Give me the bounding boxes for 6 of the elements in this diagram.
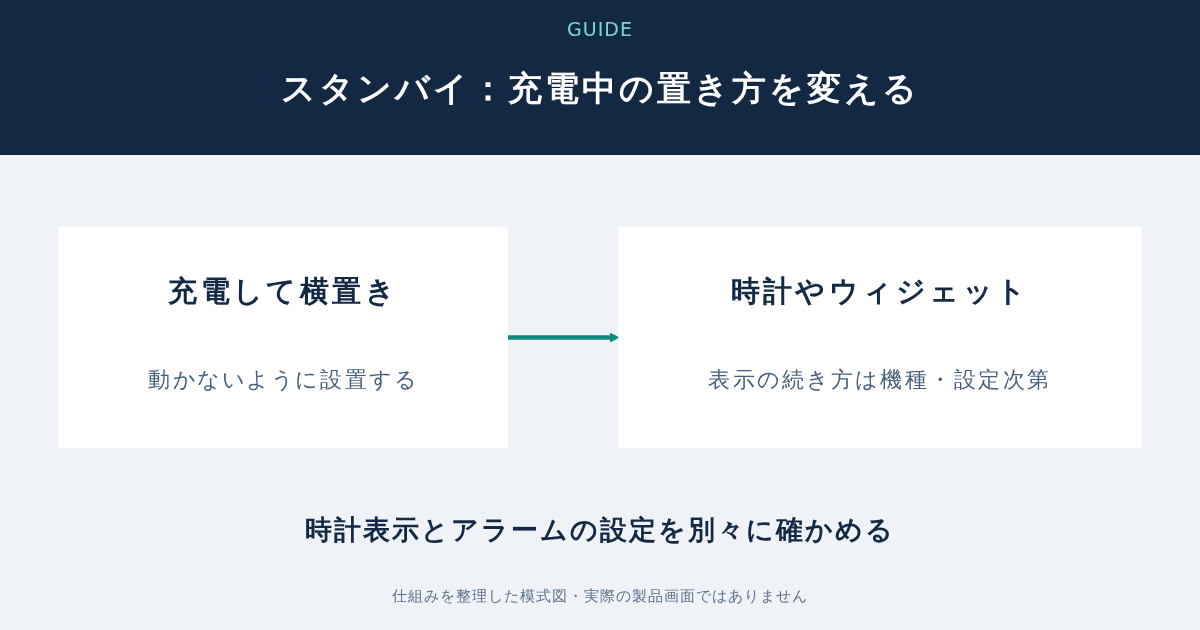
title: スタンバイ：充電中の置き方を変える: [280, 68, 920, 108]
process-box: 時計やウィジェット 表示の続き方は機種・設定次第: [618, 227, 1142, 448]
section-label: GUIDE: [567, 18, 633, 40]
process-box: 充電して横置き 動かないように設置する: [58, 227, 508, 448]
disclaimer-note: 仕組みを整理した模式図・実際の製品画面ではありません: [392, 587, 808, 606]
summary-note: 時計表示とアラームの設定を別々に確かめる: [305, 513, 895, 547]
